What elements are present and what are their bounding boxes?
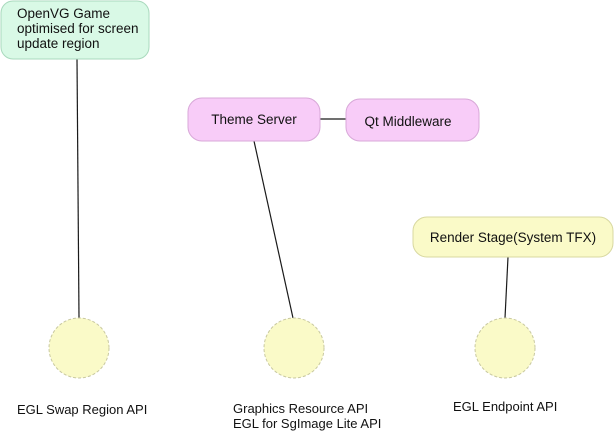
label-egl-swap-region-api: EGL Swap Region API	[17, 402, 147, 417]
node-qt-middleware-box	[345, 98, 480, 142]
label-egl-endpoint-api: EGL Endpoint API	[453, 399, 557, 414]
node-openvg-game-box	[0, 0, 150, 60]
node-theme-server: Theme Server	[187, 97, 321, 142]
node-qt-middleware-label: Qt Middleware	[364, 114, 451, 129]
node-openvg-game-line-2: optimised for screen	[17, 21, 139, 36]
node-theme-server-label: Theme Server	[211, 112, 297, 127]
endpoint-egl-endpoint	[474, 317, 536, 379]
endpoint-graphics-resource	[263, 317, 325, 379]
label-graphics-resource-api: Graphics Resource API	[233, 401, 368, 416]
endpoint-egl-swap-region	[48, 317, 110, 379]
node-openvg-game: OpenVG Game optimised for screen update …	[0, 0, 150, 60]
connector-openvg-to-swap	[76, 58, 80, 319]
node-theme-server-box	[187, 97, 321, 142]
label-egl-for-sgimage-lite-api: EGL for SgImage Lite API	[233, 416, 381, 431]
node-qt-middleware: Qt Middleware	[345, 98, 480, 142]
node-openvg-game-line-1: OpenVG Game	[17, 6, 110, 21]
connector-render-to-endpoint	[504, 256, 509, 319]
node-render-stage-box	[412, 216, 614, 258]
node-render-stage-label: Render Stage(System TFX)	[430, 230, 596, 245]
node-render-stage: Render Stage(System TFX)	[412, 216, 614, 258]
connector-theme-to-graphics	[253, 140, 294, 319]
node-openvg-game-line-3: update region	[17, 36, 100, 51]
